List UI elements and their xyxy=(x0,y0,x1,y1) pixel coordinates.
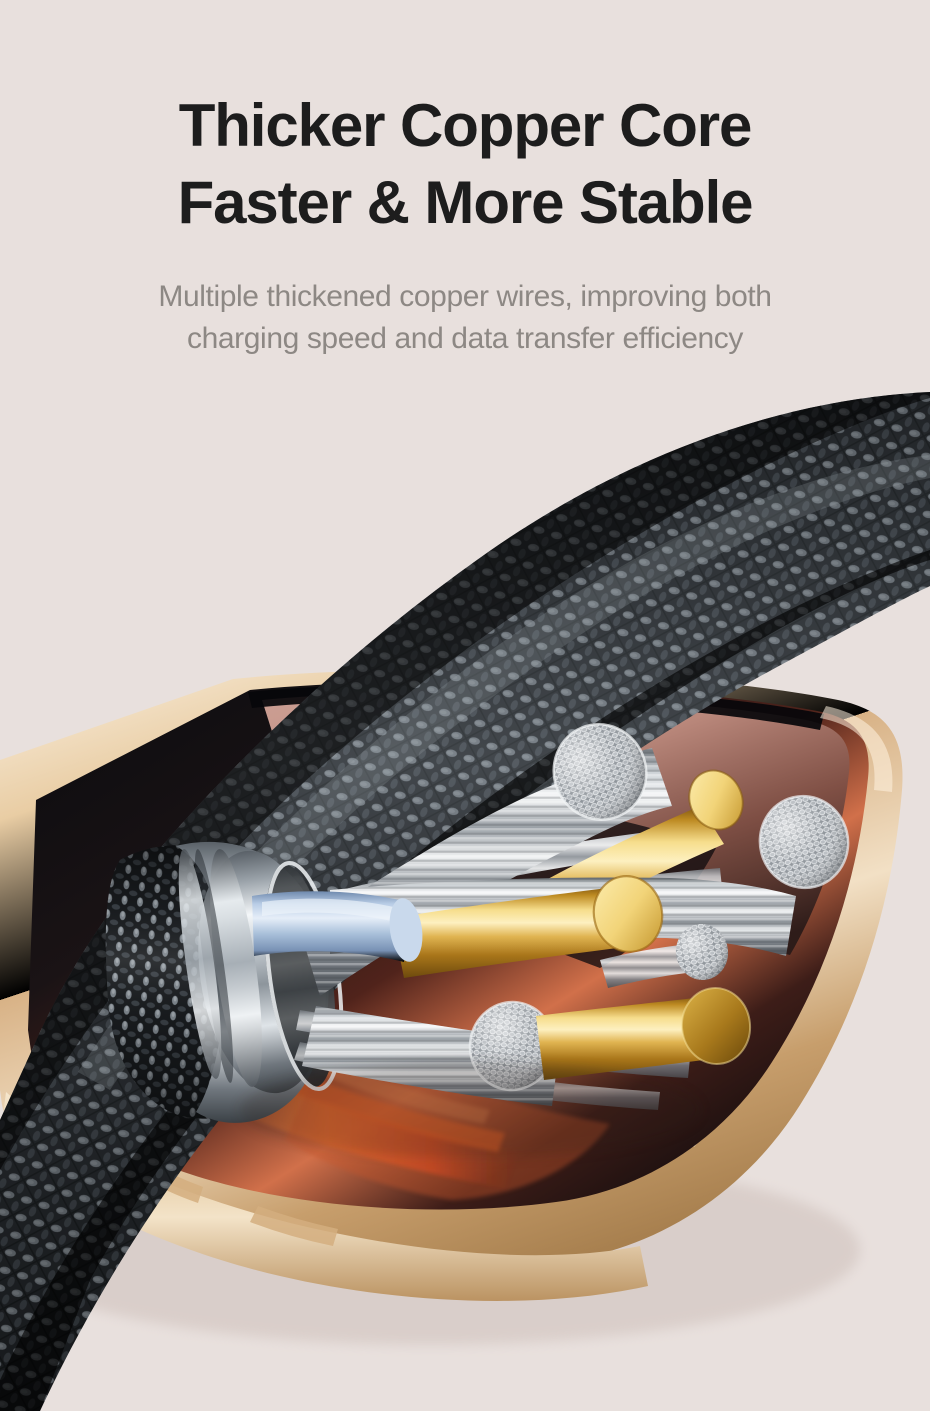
gold-rod-lower-face-rim xyxy=(680,987,752,1065)
upper-bundle-endface xyxy=(552,723,648,821)
gold-rod-center-face-edge xyxy=(592,875,664,953)
headline-block: Thicker Copper Core Faster & More Stable… xyxy=(0,0,930,361)
page-subtitle: Multiple thickened copper wires, improvi… xyxy=(0,276,930,361)
page-title: Thicker Copper Core Faster & More Stable xyxy=(0,88,930,242)
gold-rod-lower-body xyxy=(536,996,720,1080)
silver-wire-bundle-small xyxy=(600,924,729,988)
headline-line-1: Thicker Copper Core xyxy=(178,92,753,159)
gold-rod-center-face xyxy=(593,876,663,952)
gold-rod-center-body xyxy=(392,886,634,978)
headline-line-2: Faster & More Stable xyxy=(177,168,754,236)
frame-highlight xyxy=(820,706,893,792)
gold-rod-center xyxy=(392,875,664,978)
gold-rod-lower-face xyxy=(681,988,751,1064)
ferrule-ring-1 xyxy=(210,849,262,1087)
ferrule-ring-2 xyxy=(178,849,222,1079)
blue-core-highlight xyxy=(262,898,398,922)
volume-down-button xyxy=(250,1206,338,1246)
small-bundle-endface xyxy=(675,924,729,980)
wire-contact-shadow xyxy=(240,1062,700,1158)
gold-rod-upper-face-edge xyxy=(688,769,744,831)
gold-rod-upper-face xyxy=(689,770,743,830)
blue-core-rim xyxy=(389,898,423,962)
subtitle-line-2: charging speed and data transfer efficie… xyxy=(187,322,743,356)
blue-insulation-core xyxy=(252,891,423,962)
subtitle-line-1: Multiple thickened copper wires, improvi… xyxy=(158,279,772,313)
mid-bundle-endface xyxy=(758,794,850,890)
gold-rod-lower xyxy=(536,987,752,1080)
